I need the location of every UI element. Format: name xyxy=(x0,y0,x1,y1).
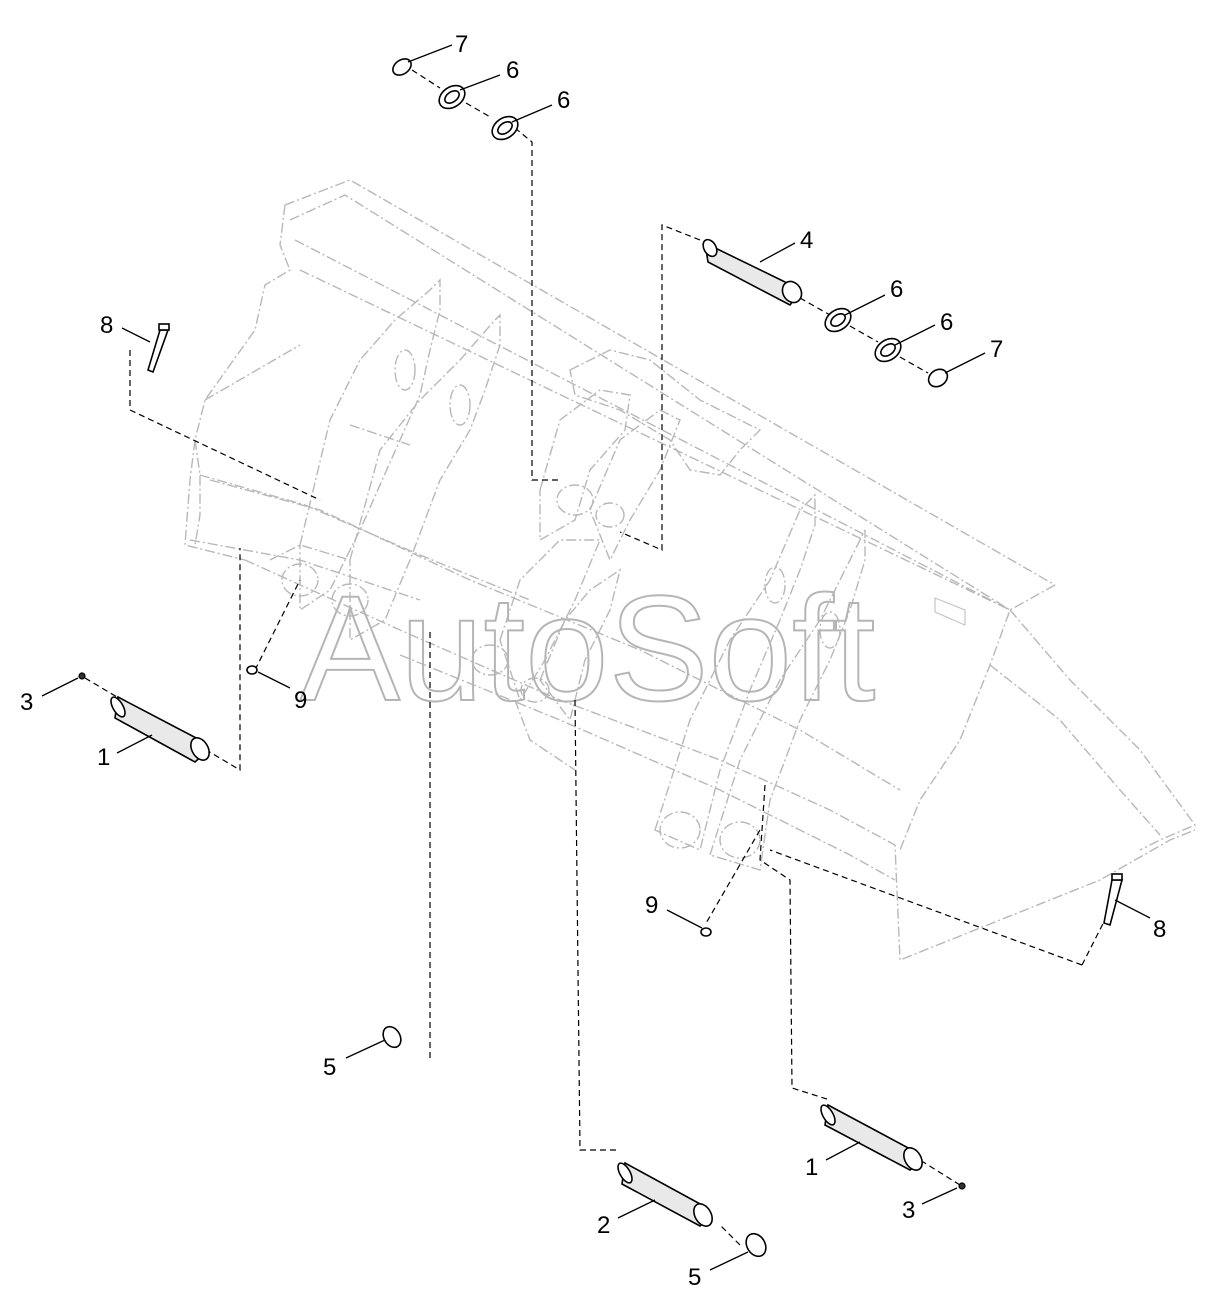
callout-8-right: 8 xyxy=(1153,916,1166,943)
washer-6-top-a xyxy=(438,84,493,119)
ring-7-right xyxy=(927,368,949,388)
ring-5-bottom xyxy=(745,1232,767,1258)
bucket-outline xyxy=(184,179,1197,962)
callout-7-top: 7 xyxy=(455,31,468,58)
washer-6-right-b xyxy=(874,337,929,374)
callout-3-right: 3 xyxy=(902,1197,915,1224)
right-mounting-ears xyxy=(654,493,866,871)
callout-6-right-b: 6 xyxy=(940,309,953,336)
ring-7-top xyxy=(392,58,441,89)
leader-lines xyxy=(41,44,1151,1271)
callout-3-left: 3 xyxy=(20,689,33,716)
callout-6-top-b: 6 xyxy=(557,87,570,114)
center-hitch xyxy=(471,349,762,771)
callout-6-top-a: 6 xyxy=(506,57,519,84)
callout-7-right: 7 xyxy=(990,336,1003,363)
callout-9-right: 9 xyxy=(645,892,658,919)
left-mounting-ears xyxy=(269,278,501,642)
callout-9-left: 9 xyxy=(294,687,307,714)
callout-4: 4 xyxy=(800,227,813,254)
grease-fitting-3-left xyxy=(78,672,86,680)
callout-1-right: 1 xyxy=(805,1154,818,1181)
pin-2 xyxy=(617,1161,713,1227)
ring-5-mid xyxy=(382,1025,402,1049)
watermark: AutoSoft xyxy=(300,564,875,732)
plug-9-right xyxy=(700,927,712,937)
callout-6-right-a: 6 xyxy=(890,276,903,303)
callout-5-mid: 5 xyxy=(323,1054,336,1081)
bolt-8-right xyxy=(1103,873,1124,927)
pin-1-right xyxy=(820,1103,923,1171)
washer-6-right-a xyxy=(824,307,879,343)
bolt-8-left xyxy=(147,323,170,374)
pin-4 xyxy=(702,238,831,316)
callout-5-bottom: 5 xyxy=(688,1264,701,1291)
pin-1-left xyxy=(110,695,210,763)
plug-9-left xyxy=(246,665,258,675)
grease-fitting-3-right xyxy=(958,1182,966,1190)
callout-2: 2 xyxy=(597,1212,610,1239)
callouts: 7 6 6 4 6 6 7 8 3 9 1 9 8 5 1 3 2 5 xyxy=(20,31,1166,1291)
callout-1-left: 1 xyxy=(97,744,110,771)
washer-6-top-b xyxy=(491,115,519,141)
callout-8-left: 8 xyxy=(100,312,113,339)
